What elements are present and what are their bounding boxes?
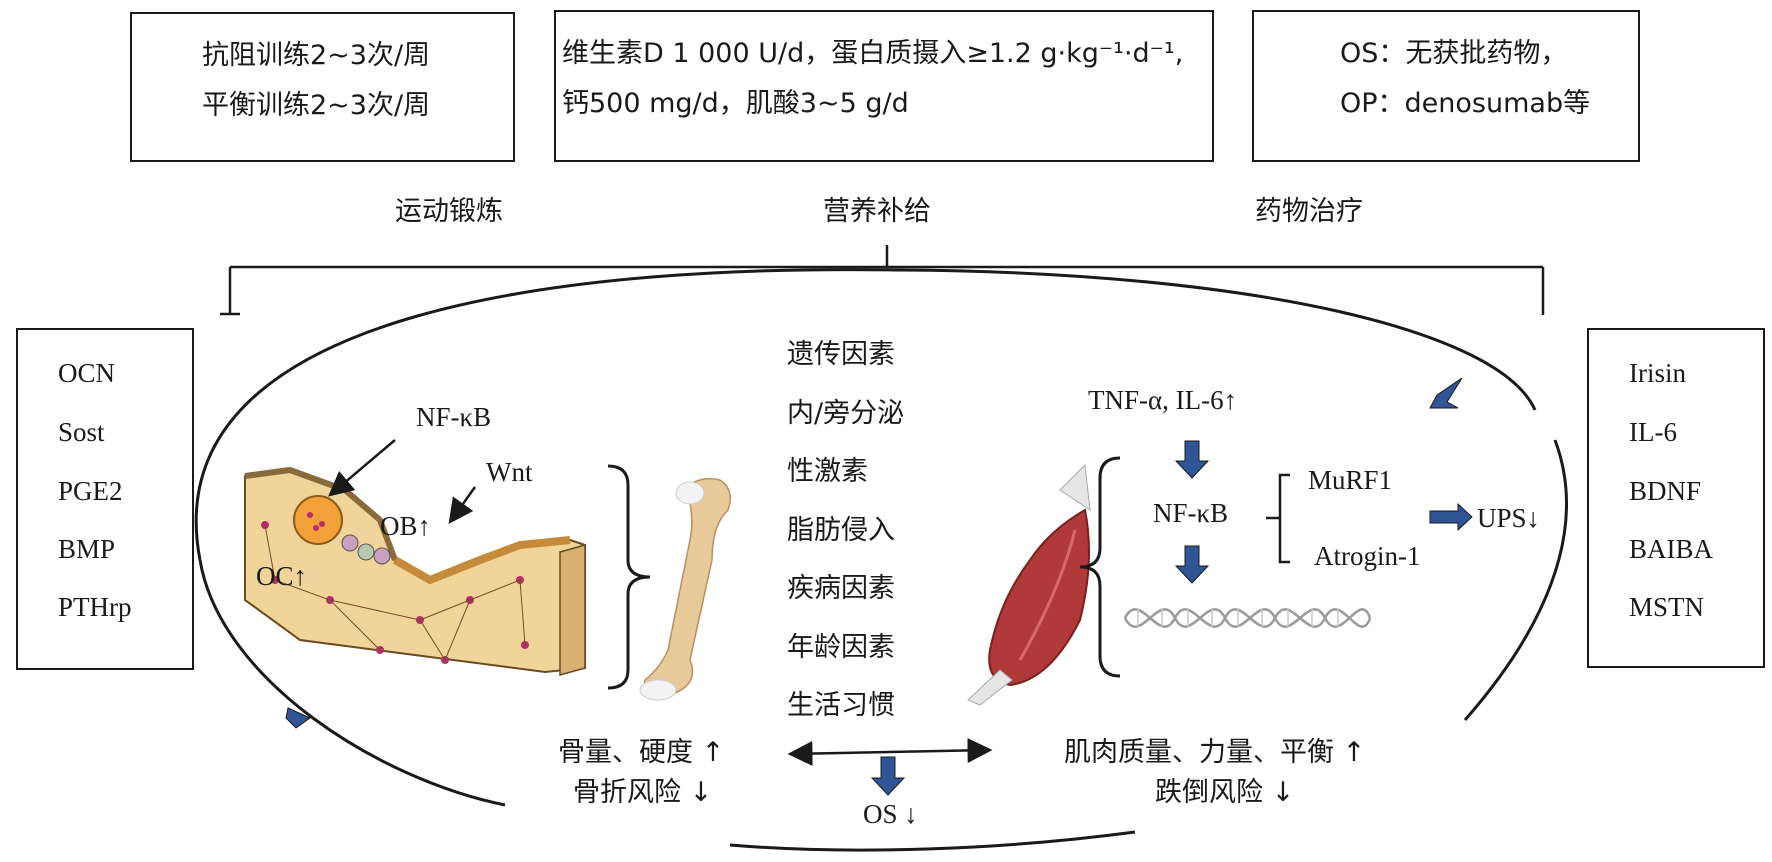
os-outcome-label: OS ↓: [863, 799, 918, 829]
exercise-line1: 抗阻训练2~3次/周: [202, 40, 431, 71]
cycle-chevron-right: [1429, 377, 1463, 409]
center-factor: 性激素: [787, 456, 868, 487]
nutrition-label: 营养补给: [823, 196, 931, 227]
top-bracket: [220, 245, 1545, 316]
muscle-factor-item: MSTN: [1629, 592, 1705, 622]
bone-signal-arrows: [328, 439, 477, 525]
ups-label: UPS↓: [1477, 503, 1541, 533]
muscle-illustration: [967, 463, 1091, 706]
center-factor: 遗传因素: [787, 339, 895, 370]
atrogin-label: Atrogin-1: [1314, 541, 1421, 571]
muscle-outcome-line1: 肌肉质量、力量、平衡 ↑: [1064, 737, 1366, 768]
center-factor: 年龄因素: [787, 632, 895, 663]
drug-line2: OP：denosumab等: [1340, 88, 1591, 119]
center-factor: 内/旁分泌: [787, 398, 905, 429]
oc-label: OC↑: [256, 561, 308, 591]
bone-outcome-line2: 骨折风险 ↓: [573, 777, 713, 808]
muscle-factor-item: Irisin: [1629, 358, 1686, 388]
nutrition-line1: 维生素D 1 000 U/d，蛋白质摄入≥1.2 g·kg⁻¹·d⁻¹,: [562, 38, 1184, 69]
center-factor: 脂肪侵入: [787, 515, 895, 546]
exercise-label: 运动锻炼: [395, 196, 503, 227]
muscle-nfkb-label: NF-κB: [1153, 498, 1229, 528]
nutrition-box: 维生素D 1 000 U/d，蛋白质摄入≥1.2 g·kg⁻¹·d⁻¹, 钙50…: [554, 10, 1214, 162]
bone-factor-item: BMP: [58, 534, 116, 564]
muscle-factor-box: Irisin IL-6 BDNF BAIBA MSTN: [1587, 328, 1765, 668]
wnt-label: Wnt: [486, 457, 533, 487]
bone-nfkb-label: NF-κB: [416, 402, 492, 432]
drug-box: OS：无获批药物， OP：denosumab等: [1252, 10, 1640, 162]
drug-label: 药物治疗: [1255, 196, 1363, 227]
muscle-factor-item: BAIBA: [1629, 534, 1714, 564]
murf1-label: MuRF1: [1308, 465, 1393, 495]
center-factor: 疾病因素: [787, 573, 895, 604]
ob-label: OB↑: [380, 511, 432, 541]
muscle-bracket: [1079, 456, 1121, 678]
cycle-ellipse: [194, 268, 1568, 852]
bone-factor-item: PGE2: [58, 476, 123, 506]
cytokines-label: TNF-α, IL-6↑: [1088, 385, 1238, 415]
dna-helix-illustration: [1123, 608, 1372, 628]
bone-factor-box: OCN Sost PGE2 BMP PTHrp: [16, 328, 194, 670]
bone-factor-item: PTHrp: [58, 592, 132, 622]
bone-factor-item: OCN: [58, 358, 116, 388]
center-factor: 生活习惯: [787, 690, 895, 721]
exercise-box: 抗阻训练2~3次/周 平衡训练2~3次/周: [130, 12, 515, 162]
muscle-down-arrows: [1174, 440, 1210, 584]
ups-arrow: [1429, 502, 1473, 532]
bone-outcome-line1: 骨量、硬度 ↑: [558, 737, 725, 768]
femur-illustration: [639, 477, 731, 701]
drug-line1: OS：无获批药物，: [1340, 38, 1568, 69]
atrophy-bracket: [1266, 473, 1290, 564]
bone-muscle-double-arrow: [787, 737, 993, 767]
bone-bracket: [607, 464, 651, 690]
muscle-outcome-line2: 跌倒风险 ↓: [1155, 777, 1295, 808]
exercise-line2: 平衡训练2~3次/周: [202, 90, 431, 121]
cycle-chevron-left: [285, 707, 311, 729]
os-down-arrow: [870, 756, 906, 796]
nutrition-line2: 钙500 mg/d，肌酸3~5 g/d: [562, 88, 909, 119]
muscle-factor-item: IL-6: [1629, 417, 1677, 447]
bone-factor-item: Sost: [58, 417, 105, 447]
muscle-factor-item: BDNF: [1629, 476, 1702, 506]
